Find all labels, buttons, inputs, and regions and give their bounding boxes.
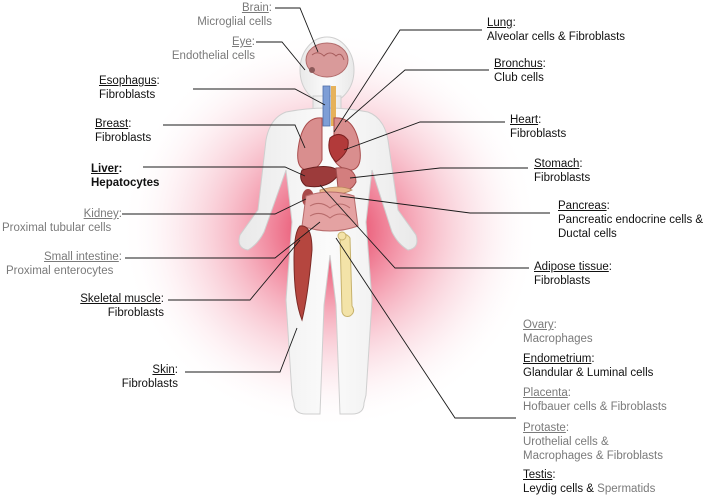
eye-organ (309, 67, 315, 73)
intestine-organ (301, 191, 359, 232)
endometrium-cells: Glandular & Luminal cells (523, 367, 654, 379)
label-stomach: Stomach: Fibroblasts (534, 158, 591, 184)
pancreas-cells-2: Ductal cells (558, 228, 617, 240)
testis-cells-amp: & (583, 483, 598, 495)
liver-cells: Hepatocytes (91, 177, 160, 189)
esophagus-cells: Fibroblasts (99, 89, 156, 101)
label-esophagus: Esophagus: Fibroblasts (99, 75, 160, 101)
label-pancreas: Pancreas: Pancreatic endocrine cells & D… (558, 200, 704, 240)
eye-cells: Endothelial cells (171, 50, 255, 62)
label-breast: Breast: Fibroblasts (95, 118, 152, 144)
label-skin: Skin: Fibroblasts (121, 364, 178, 390)
placenta-cells: Hofbauer cells & Fibroblasts (523, 401, 667, 413)
breast-cells: Fibroblasts (95, 132, 152, 144)
lung-name: Lung (487, 17, 513, 29)
kidney-cells: Proximal tubular cells (2, 222, 112, 234)
protaste-cells-2: Macrophages & Fibroblasts (523, 450, 663, 462)
pancreas-cells-1: Pancreatic endocrine cells & (558, 214, 704, 226)
ovary-name: Ovary (523, 319, 554, 331)
endometrium-name: Endometrium (523, 353, 592, 365)
breast-name: Breast (95, 118, 129, 130)
label-small-intestine-cells: Proximal enterocytes (6, 264, 113, 278)
adipose-name: Adipose tissue (534, 261, 609, 273)
label-kidney-cells: Proximal tubular cells (2, 221, 111, 235)
heart-name: Heart (510, 114, 539, 126)
esophagus-organ (331, 86, 336, 126)
label-heart: Heart: Fibroblasts (510, 114, 567, 140)
bronchus-cells: Club cells (494, 72, 544, 84)
label-protaste: Protaste: Urothelial cells & Macrophages… (523, 422, 663, 462)
eye-name: Eye (231, 36, 252, 48)
label-adipose: Adipose tissue: Fibroblasts (534, 261, 612, 287)
liver-name: Liver (91, 163, 119, 175)
esophagus-name: Esophagus (99, 75, 157, 87)
skeletal-muscle-name: Skeletal muscle (80, 293, 161, 305)
brain-cells: Microglial cells (197, 16, 272, 28)
testis-cells-b: Spermatids (597, 483, 656, 495)
label-ovary: Ovary: Macrophages (523, 319, 593, 345)
stomach-name: Stomach (534, 158, 580, 170)
label-bronchus: Bronchus: Club cells (494, 58, 546, 84)
pancreas-name: Pancreas (558, 200, 607, 212)
bronchus-name: Bronchus (494, 58, 543, 70)
label-placenta: Placenta: Hofbauer cells & Fibroblasts (523, 387, 667, 413)
brain-name: Brain (241, 2, 269, 14)
skeletal-muscle-cells: Fibroblasts (107, 307, 164, 319)
label-small-intestine: Small intestine: (44, 251, 122, 263)
skin-name: Skin (152, 364, 175, 376)
label-testis: Testis: Leydig cells & Spermatids (523, 469, 656, 495)
protaste-cells-1: Urothelial cells & (523, 436, 609, 448)
testis-cells-a: Leydig cells (523, 483, 584, 495)
heart-organ (328, 134, 349, 163)
kidney-name: Kidney (83, 208, 119, 220)
leader-lines (122, 7, 550, 419)
lung-cells: Alveolar cells & Fibroblasts (487, 31, 626, 43)
placenta-name: Placenta (523, 387, 568, 399)
label-liver: Liver: Hepatocytes (91, 163, 160, 189)
label-kidney: Kidney: (83, 208, 122, 220)
liver-organ (300, 166, 341, 188)
ovary-cells: Macrophages (523, 333, 593, 345)
label-endometrium: Endometrium: Glandular & Luminal cells (523, 353, 654, 379)
label-lung: Lung: Alveolar cells & Fibroblasts (487, 17, 626, 43)
label-eye: Eye: Endothelial cells (171, 36, 255, 62)
protaste-name: Protaste (523, 422, 566, 434)
label-brain: Brain: Microglial cells (197, 2, 272, 28)
stomach-cells: Fibroblasts (534, 172, 591, 184)
trachea-organ (322, 85, 331, 127)
small-intestine-cells: Proximal enterocytes (6, 265, 114, 277)
heart-cells: Fibroblasts (510, 128, 567, 140)
label-skeletal-muscle: Skeletal muscle: Fibroblasts (80, 293, 164, 319)
skin-cells: Fibroblasts (121, 378, 178, 390)
testis-name: Testis (523, 469, 553, 481)
adipose-cells: Fibroblasts (534, 275, 591, 287)
brain-organ (305, 42, 349, 78)
small-intestine-name: Small intestine (44, 251, 119, 263)
